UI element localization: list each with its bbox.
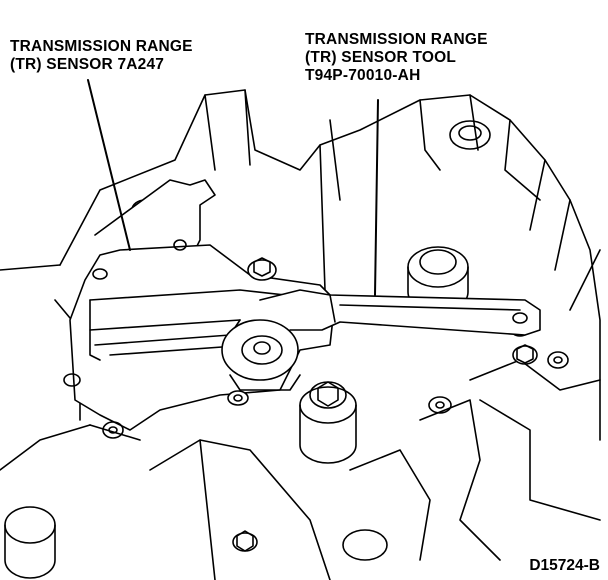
tool-callout: TRANSMISSION RANGE (TR) SENSOR TOOL T94P… bbox=[305, 31, 488, 85]
sensor-callout: TRANSMISSION RANGE (TR) SENSOR 7A247 bbox=[10, 38, 193, 74]
sensor-callout-line-2: (TR) SENSOR 7A247 bbox=[10, 56, 165, 73]
tool-callout-line-3: T94P-70010-AH bbox=[305, 67, 421, 84]
sensor-leader-line bbox=[87, 79, 131, 251]
figure-identifier: D15724-B bbox=[529, 557, 600, 574]
tr-sensor-tool bbox=[259, 289, 541, 336]
mounting-bolts bbox=[227, 257, 538, 552]
tool-callout-line-1: TRANSMISSION RANGE bbox=[305, 31, 488, 48]
leader-lines bbox=[87, 79, 379, 296]
tool-callout-line-2: (TR) SENSOR TOOL bbox=[305, 49, 457, 66]
tool-leader-line bbox=[374, 99, 379, 296]
transmission-case bbox=[0, 89, 601, 580]
sensor-callout-line-1: TRANSMISSION RANGE bbox=[10, 38, 193, 55]
tr-sensor-body bbox=[63, 179, 336, 439]
